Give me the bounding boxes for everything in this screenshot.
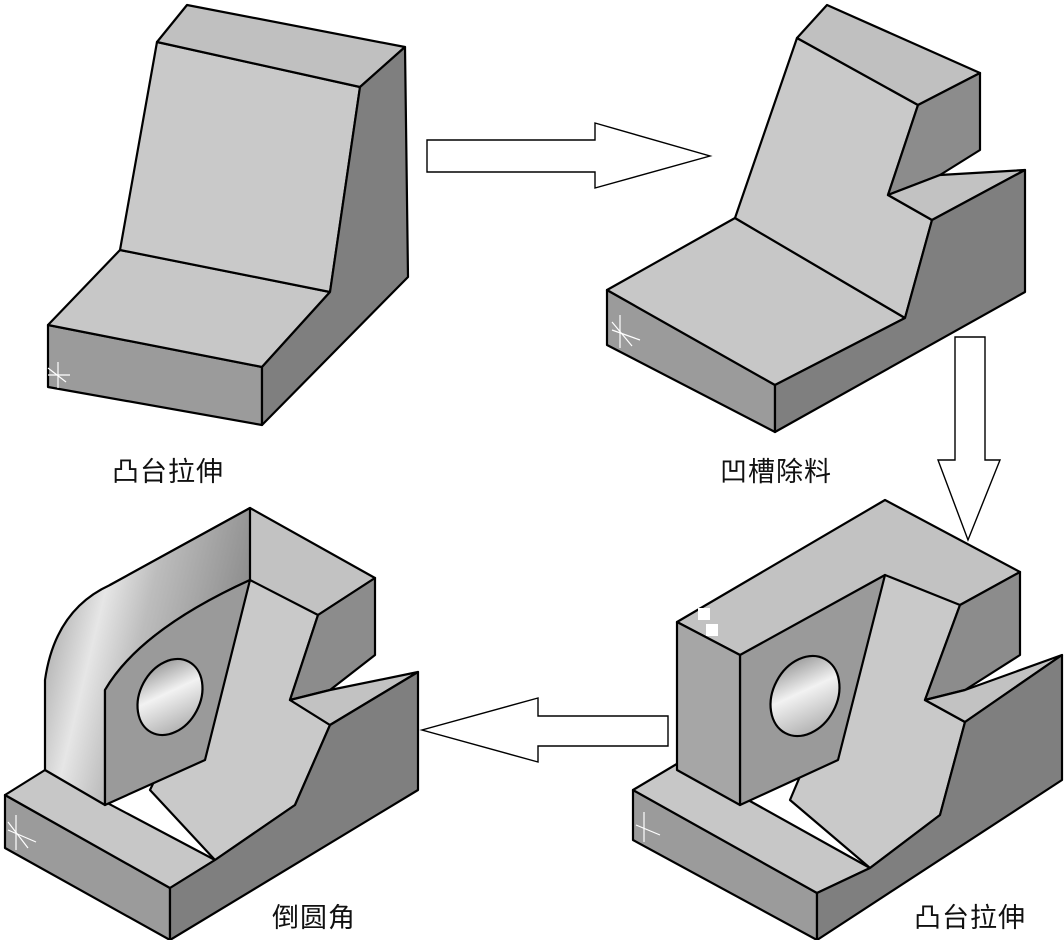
arrow-right [426, 122, 713, 189]
step-2-label: 凹槽除料 [720, 457, 832, 488]
arrow-left [419, 697, 669, 763]
step-1-label: 凸台拉伸 [112, 457, 224, 488]
coordinate-marker-icon [47, 362, 70, 388]
step-4-label: 倒圆角 [272, 903, 356, 934]
coordinate-marker-icon [635, 812, 661, 842]
coordinate-marker-icon [611, 315, 641, 348]
part-2-groove-cut [605, 3, 1027, 434]
part-4-fillet [3, 506, 420, 940]
part-3-boss-extrude [631, 498, 1064, 940]
step-3-label: 凸台拉伸 [914, 903, 1026, 934]
part-1-boss-extrude [46, 3, 410, 427]
coordinate-marker-icon [7, 815, 37, 850]
arrow-down [936, 336, 1002, 542]
